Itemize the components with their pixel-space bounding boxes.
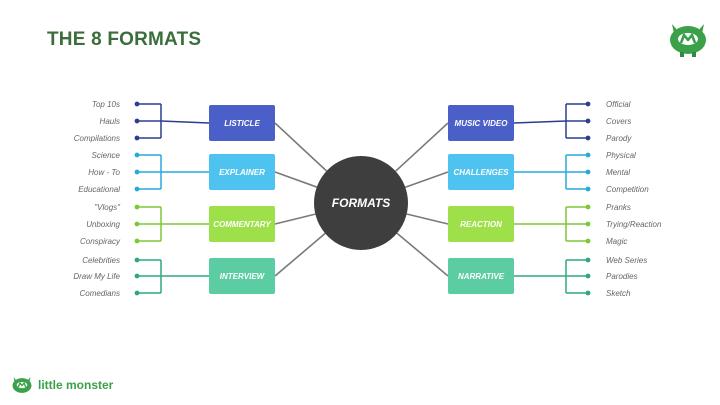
leaf-label-official: Official bbox=[606, 100, 631, 109]
leaf-dot bbox=[585, 118, 591, 124]
format-box-label: NARRATIVE bbox=[458, 272, 505, 281]
leaf-label-compilations: Compilations bbox=[74, 134, 120, 143]
format-box-interview: INTERVIEW bbox=[209, 258, 275, 294]
leaf-dot bbox=[134, 238, 140, 244]
format-box-commentary: COMMENTARY bbox=[209, 206, 275, 242]
link-listicle bbox=[274, 122, 328, 172]
leaf-dot bbox=[585, 186, 591, 192]
link-explainer bbox=[274, 171, 318, 188]
leaf-label-conspiracy: Conspiracy bbox=[80, 237, 121, 246]
leaf-label-sketch: Sketch bbox=[606, 289, 631, 298]
link-commentary bbox=[274, 213, 316, 225]
bracket-interview bbox=[137, 259, 209, 294]
format-box-label: LISTICLE bbox=[224, 119, 260, 128]
leaf-dot bbox=[585, 238, 591, 244]
leaf-dot bbox=[134, 204, 140, 210]
monster-logo-icon bbox=[12, 377, 32, 393]
leaf-dot bbox=[585, 290, 591, 296]
format-box-label: CHALLENGES bbox=[453, 168, 509, 177]
leaf-dot bbox=[134, 257, 140, 263]
leaf-label-competition: Competition bbox=[606, 185, 649, 194]
leaf-label-hauls: Hauls bbox=[100, 117, 120, 126]
leaf-label-how-to: How - To bbox=[88, 168, 120, 177]
brand-footer: little monster bbox=[10, 374, 113, 396]
format-box-explainer: EXPLAINER bbox=[209, 154, 275, 190]
leaf-dot bbox=[134, 152, 140, 158]
link-music-video bbox=[395, 122, 449, 172]
format-box-narrative: NARRATIVE bbox=[448, 258, 514, 294]
leaf-label-top-10s: Top 10s bbox=[92, 100, 120, 109]
format-box-label: COMMENTARY bbox=[213, 220, 271, 229]
leaf-label-physical: Physical bbox=[606, 151, 636, 160]
link-challenges bbox=[405, 171, 449, 188]
bracket-challenges bbox=[514, 154, 588, 190]
brand-name: little monster bbox=[38, 378, 114, 392]
leaf-dot bbox=[134, 101, 140, 107]
leaf-dot bbox=[585, 257, 591, 263]
leaf-dot bbox=[134, 273, 140, 279]
leaf-label-covers: Covers bbox=[606, 117, 631, 126]
leaf-dot bbox=[585, 135, 591, 141]
leaf-label-science: Science bbox=[92, 151, 121, 160]
leaf-label-educational: Educational bbox=[78, 185, 120, 194]
leaf-label-draw-my-life: Draw My Life bbox=[73, 272, 120, 281]
format-box-label: INTERVIEW bbox=[220, 272, 266, 281]
format-box-reaction: REACTION bbox=[448, 206, 514, 242]
leaf-label-comedians: Comedians bbox=[80, 289, 120, 298]
leaf-dot bbox=[585, 204, 591, 210]
leaf-dot bbox=[134, 221, 140, 227]
leaf-label-pranks: Pranks bbox=[606, 203, 631, 212]
leaf-dot bbox=[585, 152, 591, 158]
leaf-label-parody: Parody bbox=[606, 134, 632, 143]
format-box-label: REACTION bbox=[460, 220, 502, 229]
bracket-listicle bbox=[137, 103, 210, 139]
format-box-label: MUSIC VIDEO bbox=[455, 119, 509, 128]
link-reaction bbox=[406, 213, 449, 225]
bracket-commentary bbox=[137, 206, 209, 242]
bracket-music-video bbox=[513, 103, 588, 139]
leaf-dot bbox=[134, 186, 140, 192]
leaf-dot bbox=[585, 273, 591, 279]
leaf-label-web-series: Web Series bbox=[606, 256, 647, 265]
leaf-dot bbox=[134, 290, 140, 296]
leaf-dot bbox=[585, 101, 591, 107]
leaf-dot bbox=[134, 169, 140, 175]
link-narrative bbox=[396, 232, 449, 277]
leaf-label-magic: Magic bbox=[606, 237, 627, 246]
format-box-challenges: CHALLENGES bbox=[448, 154, 514, 190]
leaf-label-vlogs: "Vlogs" bbox=[94, 203, 121, 212]
bracket-reaction bbox=[514, 206, 588, 242]
bracket-explainer bbox=[137, 154, 209, 190]
leaf-dot bbox=[585, 169, 591, 175]
leaf-label-unboxing: Unboxing bbox=[86, 220, 120, 229]
format-box-listicle: LISTICLE bbox=[209, 105, 275, 141]
leaf-dot bbox=[134, 118, 140, 124]
leaf-label-celebrities: Celebrities bbox=[82, 256, 120, 265]
link-interview bbox=[274, 232, 326, 277]
leaf-dot bbox=[134, 135, 140, 141]
leaf-label-mental: Mental bbox=[606, 168, 630, 177]
leaf-label-parodies: Parodies bbox=[606, 272, 638, 281]
bracket-narrative bbox=[514, 259, 588, 294]
format-box-music-video: MUSIC VIDEO bbox=[448, 105, 514, 141]
center-label: FORMATS bbox=[332, 196, 390, 210]
format-box-label: EXPLAINER bbox=[219, 168, 265, 177]
leaf-label-trying-reaction: Trying/Reaction bbox=[606, 220, 662, 229]
leaf-dot bbox=[585, 221, 591, 227]
page-title: THE 8 FORMATS bbox=[47, 29, 202, 50]
monster-logo-icon bbox=[670, 24, 706, 57]
center-node: FORMATS bbox=[314, 156, 408, 250]
